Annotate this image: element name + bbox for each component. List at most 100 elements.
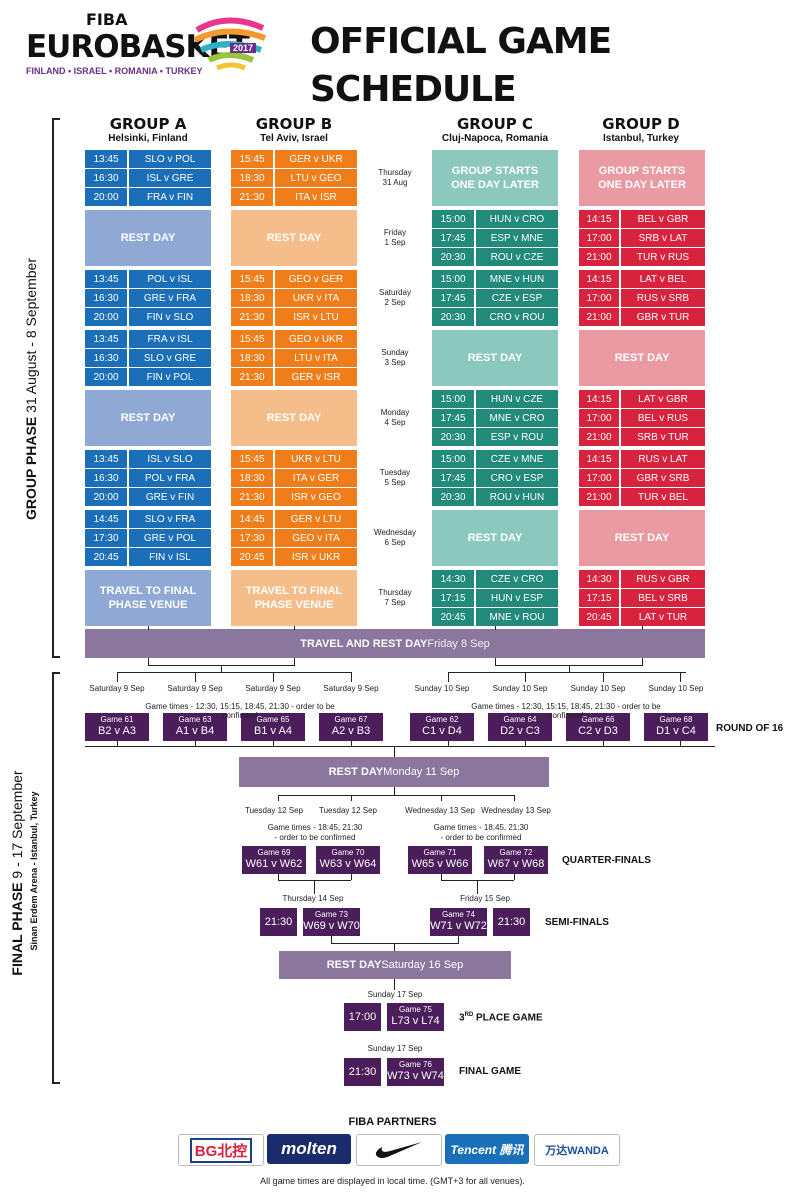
third-label-sup: RD (464, 1012, 474, 1018)
game-time: 17:45 (432, 289, 474, 307)
game-number: Game 71 (423, 848, 457, 857)
group-d-day-banner: REST DAY (579, 510, 705, 566)
game-matchup: HUN v ESP (476, 589, 558, 607)
game-number: Game 65 (256, 715, 290, 724)
bracket-line (569, 665, 570, 673)
travel-rest-day-banner: TRAVEL AND REST DAY Friday 8 Sep (85, 629, 705, 658)
rest-day-monday-banner: REST DAY Monday 11 Sep (239, 757, 549, 787)
footnote: All game times are displayed in local ti… (260, 1176, 525, 1186)
matchup: L73 v L74 (391, 1015, 440, 1027)
game-matchup: GRE v POL (129, 529, 211, 547)
game-time: 13:45 (85, 450, 127, 468)
qf-date: Wednesday 13 Sep (405, 806, 475, 815)
group-c-day-banner: REST DAY (432, 330, 558, 386)
r16-date: Sunday 10 Sep (492, 684, 548, 693)
final-phase-venue: Sinan Erdem Arena - Istanbul, Turkey (29, 791, 39, 951)
day-name: Saturday (378, 288, 412, 297)
game-number: Game 66 (581, 715, 615, 724)
game-time: 17:15 (579, 589, 619, 607)
game-matchup: UKR v ITA (275, 289, 357, 307)
game-matchup: FRA v ISL (129, 330, 211, 348)
bracket-line (525, 741, 526, 746)
game-time: 20:45 (579, 608, 619, 626)
bracket-line (448, 672, 449, 682)
matchup: A1 v B4 (175, 725, 215, 737)
qf-note-right-a: Game times - 18:45, 21:30 (433, 823, 529, 832)
game-matchup: MNE v HUN (476, 270, 558, 288)
rest-day-saturday-banner: REST DAY Saturday 16 Sep (279, 951, 511, 979)
matchup: C1 v D4 (422, 725, 462, 737)
bracket-line (458, 936, 459, 944)
group-c-venue: Cluj-Napoca, Romania (441, 133, 549, 144)
group-a-venue: Helsinki, Finland (108, 133, 188, 144)
game-time: 15:00 (432, 450, 474, 468)
game-time: 14:30 (432, 570, 474, 588)
game-matchup: CZE v CRO (476, 570, 558, 588)
game-matchup: LAT v GBR (621, 390, 705, 408)
game-matchup: CRO v ESP (476, 469, 558, 487)
game-matchup: FIN v SLO (129, 308, 211, 326)
game-matchup: GER v UKR (275, 150, 357, 168)
game-matchup: ISL v GRE (129, 169, 211, 187)
day-name: Thursday (378, 168, 412, 177)
game-time: 20:30 (432, 308, 474, 326)
bracket-line (394, 787, 395, 795)
game-number: Game 68 (659, 715, 693, 724)
game-time: 17:00 (579, 229, 619, 247)
game-time: 14:45 (85, 510, 127, 528)
game-matchup: HUN v CZE (476, 390, 558, 408)
third-label-a: 3 (459, 1012, 465, 1024)
day-name: Tuesday (379, 468, 411, 477)
fiba-logo-text: FIBA (86, 10, 128, 29)
matchup: W61 v W62 (245, 858, 303, 870)
page-title: OFFICIAL GAME SCHEDULE (310, 21, 612, 110)
game-matchup: UKR v LTU (275, 450, 357, 468)
game-matchup: RUS v GBR (621, 570, 705, 588)
day-name: Monday (380, 408, 410, 417)
game-matchup: ITA v ISR (275, 188, 357, 206)
game-matchup: LAT v TUR (621, 608, 705, 626)
game-time: 21:00 (579, 428, 619, 446)
day-name: Thursday (378, 588, 412, 597)
game-matchup: ISR v GEO (275, 488, 357, 506)
bracket-line (525, 672, 526, 682)
game-matchup: GEO v ITA (275, 529, 357, 547)
final-date: Sunday 17 Sep (367, 1044, 423, 1053)
matchup: C2 v D3 (578, 725, 618, 737)
bracket-line (278, 795, 514, 796)
bracket-line (603, 741, 604, 746)
group-phase-label: GROUP PHASE 31 August - 8 September (23, 229, 41, 549)
game-time: 16:30 (85, 169, 127, 187)
r16-date: Sunday 10 Sep (648, 684, 704, 693)
final-game-label: FINAL GAME (459, 1066, 522, 1077)
game-time: 20:45 (432, 608, 474, 626)
bracket-line (195, 672, 196, 682)
game-time: 13:45 (85, 330, 127, 348)
game-matchup: RUS v LAT (621, 450, 705, 468)
game-number: Game 64 (503, 715, 537, 724)
day-date: 5 Sep (384, 478, 406, 487)
r16-date: Sunday 10 Sep (570, 684, 626, 693)
bracket-line (273, 741, 274, 746)
group-c-day-banner: REST DAY (432, 510, 558, 566)
game-matchup: FRA v FIN (129, 188, 211, 206)
bracket-line (448, 672, 686, 673)
game-time: 18:30 (231, 469, 273, 487)
matchup: W65 v W66 (411, 858, 469, 870)
game-time: 13:45 (85, 270, 127, 288)
day-date: 1 Sep (384, 238, 406, 247)
game-matchup: LAT v BEL (621, 270, 705, 288)
game-matchup: SLO v POL (129, 150, 211, 168)
group-b-venue: Tel Aviv, Israel (260, 133, 328, 144)
matchup: W67 v W68 (487, 858, 545, 870)
game-matchup: BEL v SRB (621, 589, 705, 607)
game-time: 16:30 (85, 349, 127, 367)
bracket-line (351, 741, 352, 746)
game-matchup: RUS v SRB (621, 289, 705, 307)
game-number: Game 72 (499, 848, 533, 857)
